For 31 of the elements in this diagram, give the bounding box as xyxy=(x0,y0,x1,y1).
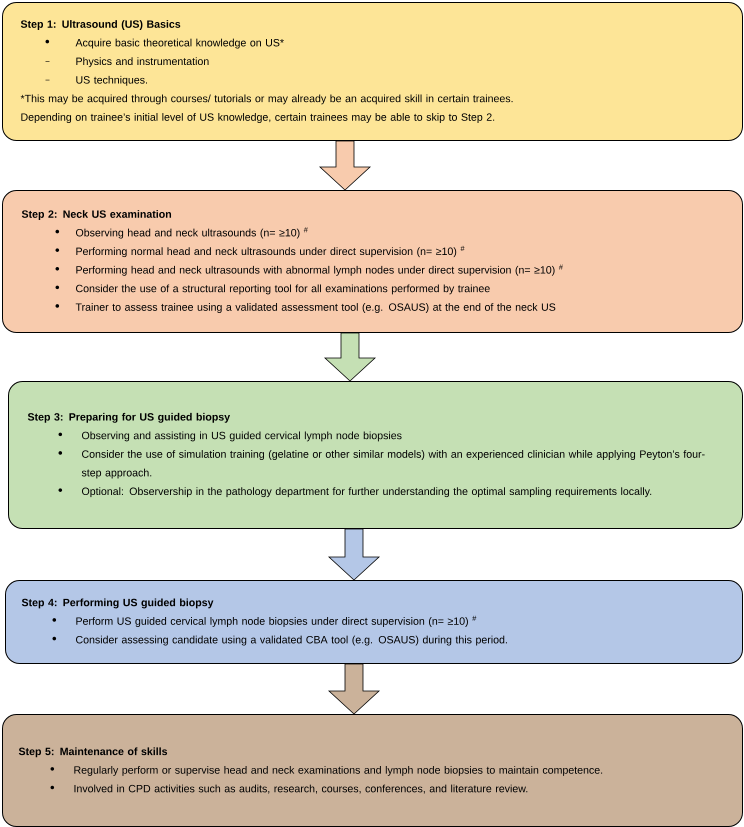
step-heading: Step 3: Preparing for US guided biopsy xyxy=(28,412,230,423)
list-item: Observing head and neck ultrasounds (n= ≥10) $^{#}$ xyxy=(76,227,308,239)
list-item: Perform US guided cervical lymph node biopsies under direct supervision (n= ≥10) $^{#}$ xyxy=(76,616,476,627)
list-item: Optional: Observership in the pathology department for further understanding the optimal sampling requirements locally. xyxy=(82,487,652,498)
list-item: Regularly perform or supervise head and neck examinations and lymph node biopsies to maintain competence. xyxy=(74,766,602,776)
list-item: Consider the use of simulation training (gelatine or other similar models) with an experienced clinician while applying Peyton’s four-step approach. xyxy=(82,450,705,479)
step-box xyxy=(5,580,743,664)
step-box xyxy=(2,714,743,827)
list-item: Consider the use of a structural reporting tool for all examinations performed by trainee xyxy=(76,284,490,294)
step-box xyxy=(2,190,743,333)
list-item: Acquire basic theoretical knowledge on US* xyxy=(76,38,284,49)
step-box xyxy=(8,381,743,529)
block-arrow xyxy=(324,332,376,382)
list-item: Trainer to assess trainee using a validated assessment tool (e.g. OSAUS) at the end of the neck US xyxy=(76,303,556,313)
list-item: Involved in CPD activities such as audits, research, courses, conferences, and literature review. xyxy=(74,784,528,794)
list-item: Physics and instrumentation xyxy=(76,57,209,68)
list-item: Consider assessing candidate using a validated CBA tool (e.g. OSAUS) during this period. xyxy=(76,636,507,646)
list-item: US techniques. xyxy=(76,76,147,86)
block-arrow xyxy=(318,140,372,191)
block-arrow xyxy=(328,664,380,715)
step-heading: Step 4: Performing US guided biopsy xyxy=(22,598,214,608)
block-arrow xyxy=(328,528,380,581)
list-item: Performing normal head and neck ultrasounds under direct supervision (n= ≥10) $^{#}$ xyxy=(76,246,465,258)
footnote-text: *This may be acquired through courses/ tutorials or may already be an acquired skill in certain trainees. xyxy=(20,94,513,104)
step-heading: Step 1: Ultrasound (US) Basics xyxy=(20,20,180,30)
list-item: Performing head and neck ultrasounds with abnormal lymph nodes under direct supervision (n= ≥10) $^{#}$ xyxy=(76,264,563,276)
step-heading: Step 2: Neck US examination xyxy=(22,210,172,220)
list-item: Observing and assisting in US guided cervical lymph node biopsies xyxy=(82,431,402,442)
step-heading: Step 5: Maintenance of skills xyxy=(18,747,168,758)
step-box xyxy=(2,2,743,141)
footnote-text: Depending on trainee’s initial level of US knowledge, certain trainees may be able to skip to Step 2. xyxy=(21,113,494,123)
